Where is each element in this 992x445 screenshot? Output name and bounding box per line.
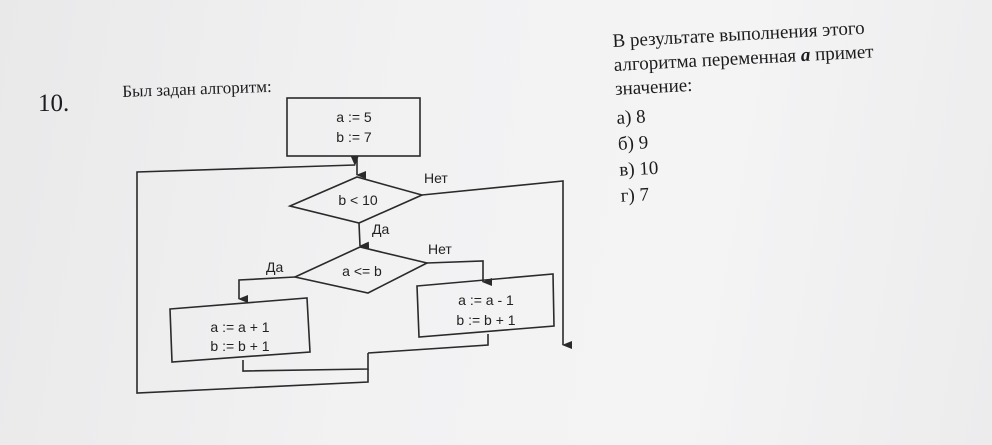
cond1-yes-label: Да <box>372 221 389 237</box>
arrow-cond2-no <box>426 260 492 286</box>
yes-block: a := a + 1 b := b + 1 <box>169 297 311 363</box>
condition-b-lt-10: b < 10 <box>287 176 425 224</box>
yes-block-line-b: b := b + 1 <box>210 338 269 354</box>
no-block-line-a: a := a - 1 <box>458 292 514 308</box>
answer-options: а) 8 б) 9 в) 10 г) 7 <box>616 92 881 209</box>
init-block: a := 5 b := 7 <box>286 97 421 157</box>
arrow-cond2-yes <box>238 276 296 303</box>
loop-back-arrow <box>136 155 369 394</box>
cond2-yes-label: Да <box>266 259 283 275</box>
task-number: 10. <box>38 90 70 117</box>
question: В результате выполнения этого алгоритма … <box>612 16 881 209</box>
no-block: a := a - 1 b := b + 1 <box>416 273 555 338</box>
arrow-cond1-to-cond2 <box>358 222 370 250</box>
merge-line-no <box>367 334 489 354</box>
cond1-no-label: Нет <box>424 170 448 186</box>
init-line-b: b := 7 <box>336 129 372 145</box>
exit-arrow <box>421 180 572 349</box>
merge-line-yes <box>242 353 369 372</box>
cond1-text: b < 10 <box>338 192 378 208</box>
question-text-end: примет <box>814 41 875 66</box>
init-line-a: a := 5 <box>336 109 372 125</box>
variable-a: a <box>800 44 811 67</box>
cond2-text: a <= b <box>342 263 382 279</box>
cond2-no-label: Нет <box>428 241 452 257</box>
no-block-line-b: b := b + 1 <box>456 312 515 328</box>
condition-a-le-b: a <= b <box>292 246 430 294</box>
yes-block-line-a: a := a + 1 <box>210 319 269 335</box>
